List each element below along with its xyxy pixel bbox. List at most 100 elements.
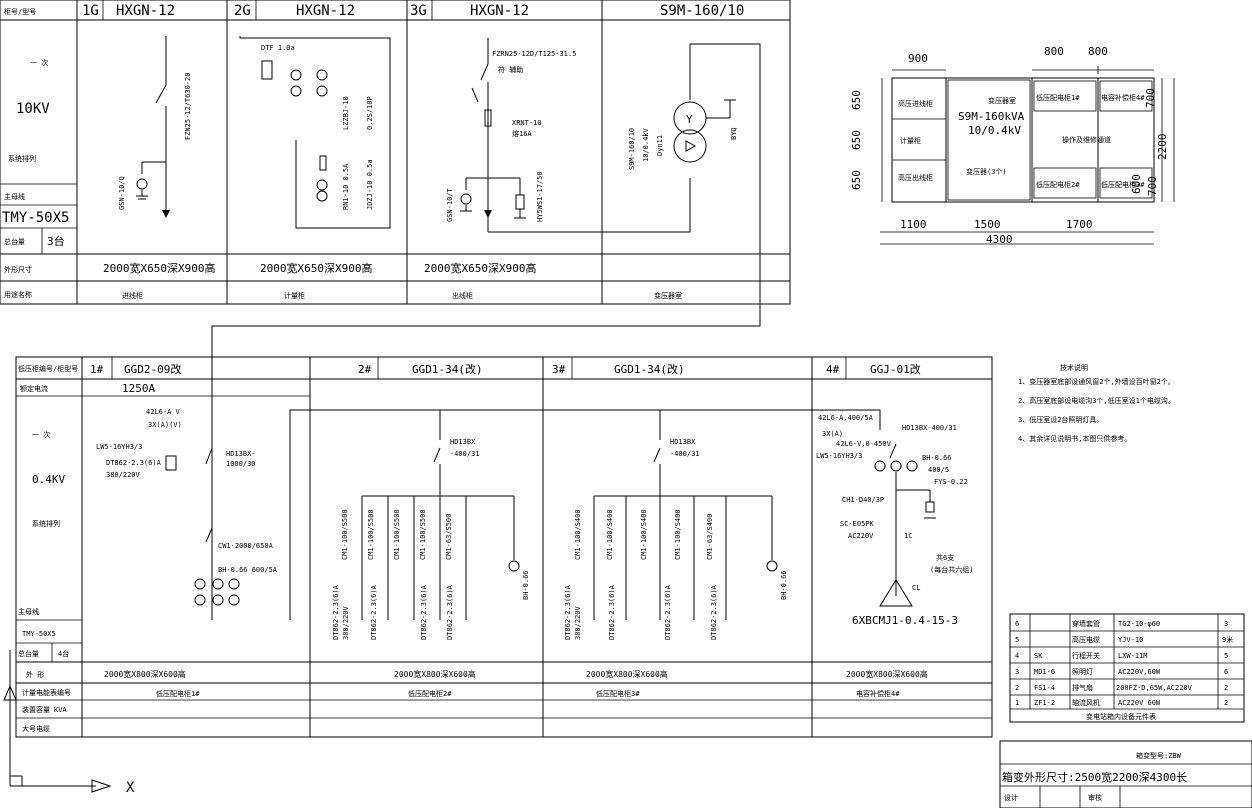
lv-cab4-model: GGJ-01改	[870, 362, 921, 376]
plan-tx-sub: 变压器(3个)	[966, 167, 1007, 176]
lv-c1-cw1: CW1-2000/650A	[218, 542, 274, 550]
bom-r4-spec: LXW-11M	[1118, 652, 1148, 660]
hv-c3-fzrn: FZRN25-12D/T125-31.5	[492, 50, 576, 58]
hv-label-voltage: 10KV	[16, 101, 50, 117]
lv-c3-bh: BH-0.66	[780, 570, 788, 600]
lv-c4-a2: 3X(A)	[822, 430, 843, 438]
notes-item-1: 1、变压器室底部设通风窗2个,外墙设百叶窗2个。	[1018, 377, 1175, 386]
lv-c4-bh: BH-0.66	[922, 454, 952, 462]
bom-r3-qty: 6	[1224, 668, 1228, 676]
hv-c1-fzn: FZN25-12/T630-20	[184, 73, 192, 140]
lv-c3-dt-3: DT862-2.3(6)A	[664, 584, 672, 640]
bom-r2-qty: 2	[1224, 684, 1228, 692]
lv-c2-dt-2: DT862-2.3(6)A	[370, 584, 378, 640]
lv-cab4-no: 4#	[826, 363, 840, 376]
bom-r3-code: MD1-6	[1034, 668, 1055, 676]
hv-cab1-schematic: GSN-10/Q FZN25-12/T630-20	[118, 36, 192, 218]
bom-r2-spec: 200FZ-D,65W,AC220V	[1116, 684, 1193, 692]
bom-table: 6 穿墙套管 TG2-10-φ60 3 5 高压电缆 YJV-10 9米 4 S…	[1009, 613, 1245, 723]
lv-c4-sc: SC-E05PK	[840, 520, 875, 528]
lv-label-total: 总台量	[18, 649, 39, 658]
lv-cab2-dims: 2000宽X800深X600高	[394, 669, 476, 679]
plan-dim-top-1: 900	[908, 52, 928, 65]
hv-cab3-schematic: FZRN25-12D/T125-31.5 符 辅助 XRNT-10 熔16A G…	[446, 38, 691, 233]
lv-cab1-no: 1#	[90, 363, 104, 376]
lv-c4-bh-r: 400/5	[928, 466, 949, 474]
plan-view: 900 800 800 650 650 650 700 2200 600 700…	[850, 45, 1175, 246]
hv-c3-xrnt: XRNT-10	[512, 119, 542, 127]
bom-r4-name: 行程开关	[1072, 651, 1100, 660]
plan-dim-total: 4300	[986, 233, 1013, 246]
lv-c3-dt-4: DT862-2.3(6)A	[710, 584, 718, 640]
plan-dim-left-3: 650	[850, 170, 863, 190]
plan-lv3: 低压配电柜3#	[1101, 180, 1145, 189]
bom-r6-qty: 3	[1224, 620, 1228, 628]
lv-cab3-usage: 低压配电柜3#	[596, 689, 640, 698]
lv-c4-note2: (每台共六组)	[930, 565, 973, 574]
lv-c2-cm1-5: CM1-63/S500	[445, 514, 453, 560]
lv-cab4-schematic: 42L6-A,400/5A 3X(A) 42L6-V,0-450V LW5-16…	[816, 414, 973, 627]
bom-r1-code: ZF1-2	[1034, 699, 1055, 707]
title-block: 箱变型号:ZBW 箱变外形尺寸:2500宽2200深4300长 设计 审核	[999, 740, 1252, 808]
hv-cab1-model: HXGN-12	[116, 3, 175, 19]
hv-c2-jdzj: JDZJ-10 0.5a	[366, 159, 374, 210]
lv-c3-hd13bx-r: -400/31	[670, 450, 700, 458]
hv-c3-fzrn-sub: 符 辅助	[498, 65, 523, 74]
lv-c1-dt862: DT862-2.3(6)A	[106, 459, 162, 467]
notes-item-4: 4、其余详见说明书,本图只供参考。	[1018, 434, 1131, 443]
hv-label-primary: 一 次	[30, 58, 48, 67]
lv-label-system: 系统排列	[32, 519, 60, 528]
bom-r2-name: 排气扇	[1072, 683, 1093, 692]
hv-cab3-no: 3G	[410, 3, 427, 19]
hv-cab2-no: 2G	[234, 3, 251, 19]
plan-lv2: 低压配电柜2#	[1036, 180, 1080, 189]
hv-cab1-dims: 2000宽X650深X900高	[103, 261, 215, 275]
hv-cab2-usage: 计量柜	[284, 291, 305, 300]
bom-r6-n: 6	[1015, 620, 1019, 628]
lv-c2-cm1-1: CM1-100/S500	[341, 509, 349, 560]
lv-c2-cm1-2: CM1-100/S500	[367, 509, 375, 560]
plan-label-hv3: 高压出线柜	[898, 173, 933, 182]
hv-cab3-usage: 出线柜	[452, 291, 473, 300]
lv-c2-hd13bx: HD13BX	[450, 438, 476, 446]
hv-c2-rn1: RN1-10 0.5A	[342, 163, 350, 210]
bom-r3-spec: AC220V,60W	[1118, 668, 1161, 676]
lv-cab2-schematic: HD13BX -400/31 CM1-100/S500 CM1-100/S500…	[332, 410, 530, 640]
hv-cab3-model: HXGN-12	[470, 3, 529, 19]
plan-dim-right-4: 700	[1146, 176, 1159, 196]
lv-label-voltage: 0.4KV	[32, 473, 65, 486]
bom-r3-name: 照明灯	[1072, 667, 1093, 676]
hv-c3-hy5ws: HY5WS1-17/50	[536, 171, 544, 222]
lv-c1-hd13bx: HD13BX-	[226, 450, 256, 458]
bom-r5-qty: 9米	[1222, 635, 1233, 644]
plan-dim-top-2: 800	[1044, 45, 1064, 58]
lv-label-capacity: 装置容量	[22, 705, 50, 714]
lv-c4-a3: 42L6-V,0-450V	[836, 440, 892, 448]
plan-label-hv1: 高压进线柜	[898, 99, 933, 108]
bom-r4-n: 4	[1015, 652, 1019, 660]
lv-label-cabinet: 低压柜编号/柜型号	[18, 364, 78, 373]
bom-r1-name: 轴流风机	[1072, 698, 1100, 707]
notes-item-2: 2、高压室底部设电缆沟3个,低压室设1个电缆沟。	[1018, 396, 1175, 405]
hv-cab2-dims: 2000宽X650深X900高	[260, 261, 372, 275]
lv-c1-bh: BH-0.66 600/5A	[218, 566, 278, 574]
lv-c2-cm1-3: CM1-100/S500	[393, 509, 401, 560]
lv-c2-dt-3: DT862-2.3(6)A	[420, 584, 428, 640]
lv-cab2-model: GGD1-34(改)	[412, 362, 483, 376]
lv-cab1-schematic: 42L6-A V 3X(A)(V) LW5-16YH3/3 DT862-2.3(…	[96, 408, 278, 606]
technical-notes: 技术说明 1、变压器室底部设通风窗2个,外墙设百叶窗2个。 2、高压室底部设电缆…	[1018, 363, 1175, 443]
lv-c4-fys: FYS-0.22	[934, 478, 968, 486]
lv-c2-hd13bx-r: -400/31	[450, 450, 480, 458]
lv-c3-cm1-2: CM1-100/S400	[606, 509, 614, 560]
plan-label-hv2: 计量柜	[900, 136, 921, 145]
lv-label-primary: 一 次	[32, 430, 50, 439]
bom-r1-qty: 2	[1224, 699, 1228, 707]
plan-dim-bottom-2: 1500	[974, 218, 1001, 231]
lv-c4-ic: 1C	[904, 532, 912, 540]
lv-total-qty: 4台	[58, 649, 69, 658]
lv-c4-cl: CL	[912, 584, 920, 592]
lv-label-busbar: 主母线	[18, 607, 39, 616]
lv-label-meter: 计量电能表编号	[22, 688, 71, 697]
bom-r6-name: 穿墙套管	[1072, 619, 1100, 628]
lv-cab3-model: GGD1-34(改)	[614, 362, 685, 376]
